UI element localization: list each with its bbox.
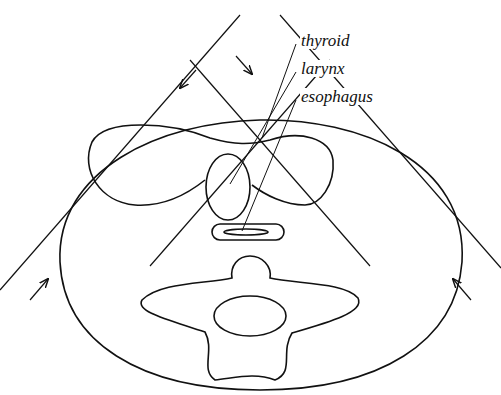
- part-label: larynx: [300, 60, 345, 77]
- beam-edge: [0, 15, 240, 290]
- leader-line: [230, 72, 296, 184]
- vertebral-body: [214, 296, 286, 336]
- larynx-shape: [206, 154, 250, 220]
- neck-outline: [60, 120, 462, 390]
- esophagus-shape: [212, 224, 284, 240]
- beam-edge: [280, 15, 501, 268]
- part-label: esophagus: [300, 88, 374, 105]
- vertebra: [141, 256, 359, 380]
- esophagus-lumen: [224, 229, 268, 235]
- leader-line: [242, 100, 296, 231]
- part-label: thyroid: [300, 32, 350, 49]
- beam-arrow: [453, 279, 471, 300]
- leader-line: [262, 44, 296, 138]
- beam-arrow: [236, 56, 252, 74]
- beam-arrow: [30, 279, 48, 300]
- beam-arrow: [180, 70, 196, 88]
